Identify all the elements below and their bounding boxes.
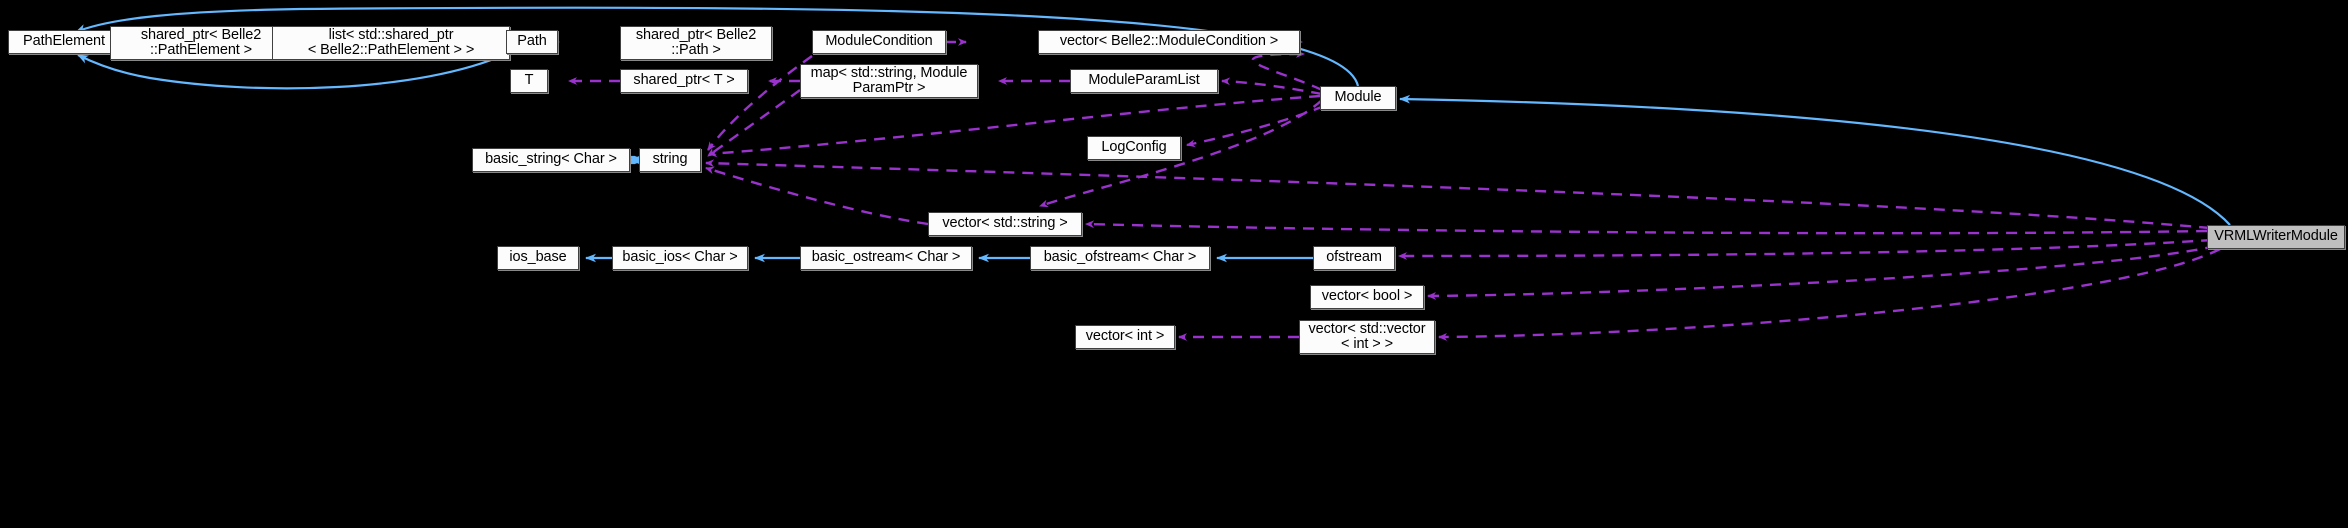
class-node-label: Module [1334,89,1382,106]
class-node-label: ofstream [1326,249,1382,266]
class-node-label: map< std::string, Module ParamPtr > [810,64,968,96]
class-node-list_shared_ptr[interactable]: list< std::shared_ptr < Belle2::PathElem… [272,26,510,60]
class-node-vrml_writer_module[interactable]: VRMLWriterModule [2207,225,2345,249]
class-node-label: basic_string< Char > [485,151,617,168]
class-node-label: vector< Belle2::ModuleCondition > [1059,33,1279,50]
class-node-label: shared_ptr< Belle2 ::PathElement > [140,26,262,58]
class-node-label: vector< bool > [1321,288,1413,305]
class-node-basic_ios_char[interactable]: basic_ios< Char > [612,246,748,270]
class-node-vector_bool[interactable]: vector< bool > [1310,285,1424,309]
class-node-label: VRMLWriterModule [2214,228,2338,245]
class-node-shared_ptr_path[interactable]: shared_ptr< Belle2 ::Path > [620,26,772,60]
class-node-label: shared_ptr< Belle2 ::Path > [635,26,757,58]
class-node-shared_ptr_pathelem[interactable]: shared_ptr< Belle2 ::PathElement > [110,26,292,60]
class-node-vector_int[interactable]: vector< int > [1075,325,1175,349]
class-node-path_element[interactable]: PathElement [8,30,120,54]
class-node-ios_base[interactable]: ios_base [497,246,579,270]
class-node-label: T [524,72,534,89]
class-node-label: vector< int > [1085,328,1165,345]
class-node-basic_string_char[interactable]: basic_string< Char > [472,148,630,172]
class-node-label: shared_ptr< T > [633,72,735,89]
class-node-module_condition[interactable]: ModuleCondition [812,30,946,54]
class-node-t_type[interactable]: T [510,69,548,93]
class-node-label: Path [517,33,547,50]
class-node-vector_std_string[interactable]: vector< std::string > [928,212,1082,236]
class-node-map_string_modparam[interactable]: map< std::string, Module ParamPtr > [800,64,978,98]
class-node-label: LogConfig [1101,139,1167,156]
class-node-shared_ptr_t[interactable]: shared_ptr< T > [620,69,748,93]
class-node-basic_ofstream_char[interactable]: basic_ofstream< Char > [1030,246,1210,270]
class-node-ofstream[interactable]: ofstream [1313,246,1395,270]
class-node-label: string [652,151,688,168]
class-node-label: ios_base [509,249,567,266]
class-node-label: ModuleCondition [825,33,933,50]
class-node-label: vector< std::string > [942,215,1068,232]
class-node-vector_modcond[interactable]: vector< Belle2::ModuleCondition > [1038,30,1300,54]
class-node-log_config[interactable]: LogConfig [1087,136,1181,160]
class-node-label: basic_ofstream< Char > [1043,249,1197,266]
class-node-label: PathElement [23,33,105,50]
class-node-string[interactable]: string [639,148,701,172]
class-node-module[interactable]: Module [1320,86,1396,110]
class-node-label: ModuleParamList [1088,72,1200,89]
class-node-basic_ostream_char[interactable]: basic_ostream< Char > [800,246,972,270]
class-node-label: basic_ios< Char > [622,249,738,266]
class-node-label: basic_ostream< Char > [811,249,961,266]
class-node-label: vector< std::vector < int > > [1308,320,1426,352]
class-node-label: list< std::shared_ptr < Belle2::PathElem… [307,26,475,58]
class-node-vector_vector_int[interactable]: vector< std::vector < int > > [1299,320,1435,354]
class-node-module_param_list[interactable]: ModuleParamList [1070,69,1218,93]
class-node-path[interactable]: Path [506,30,558,54]
